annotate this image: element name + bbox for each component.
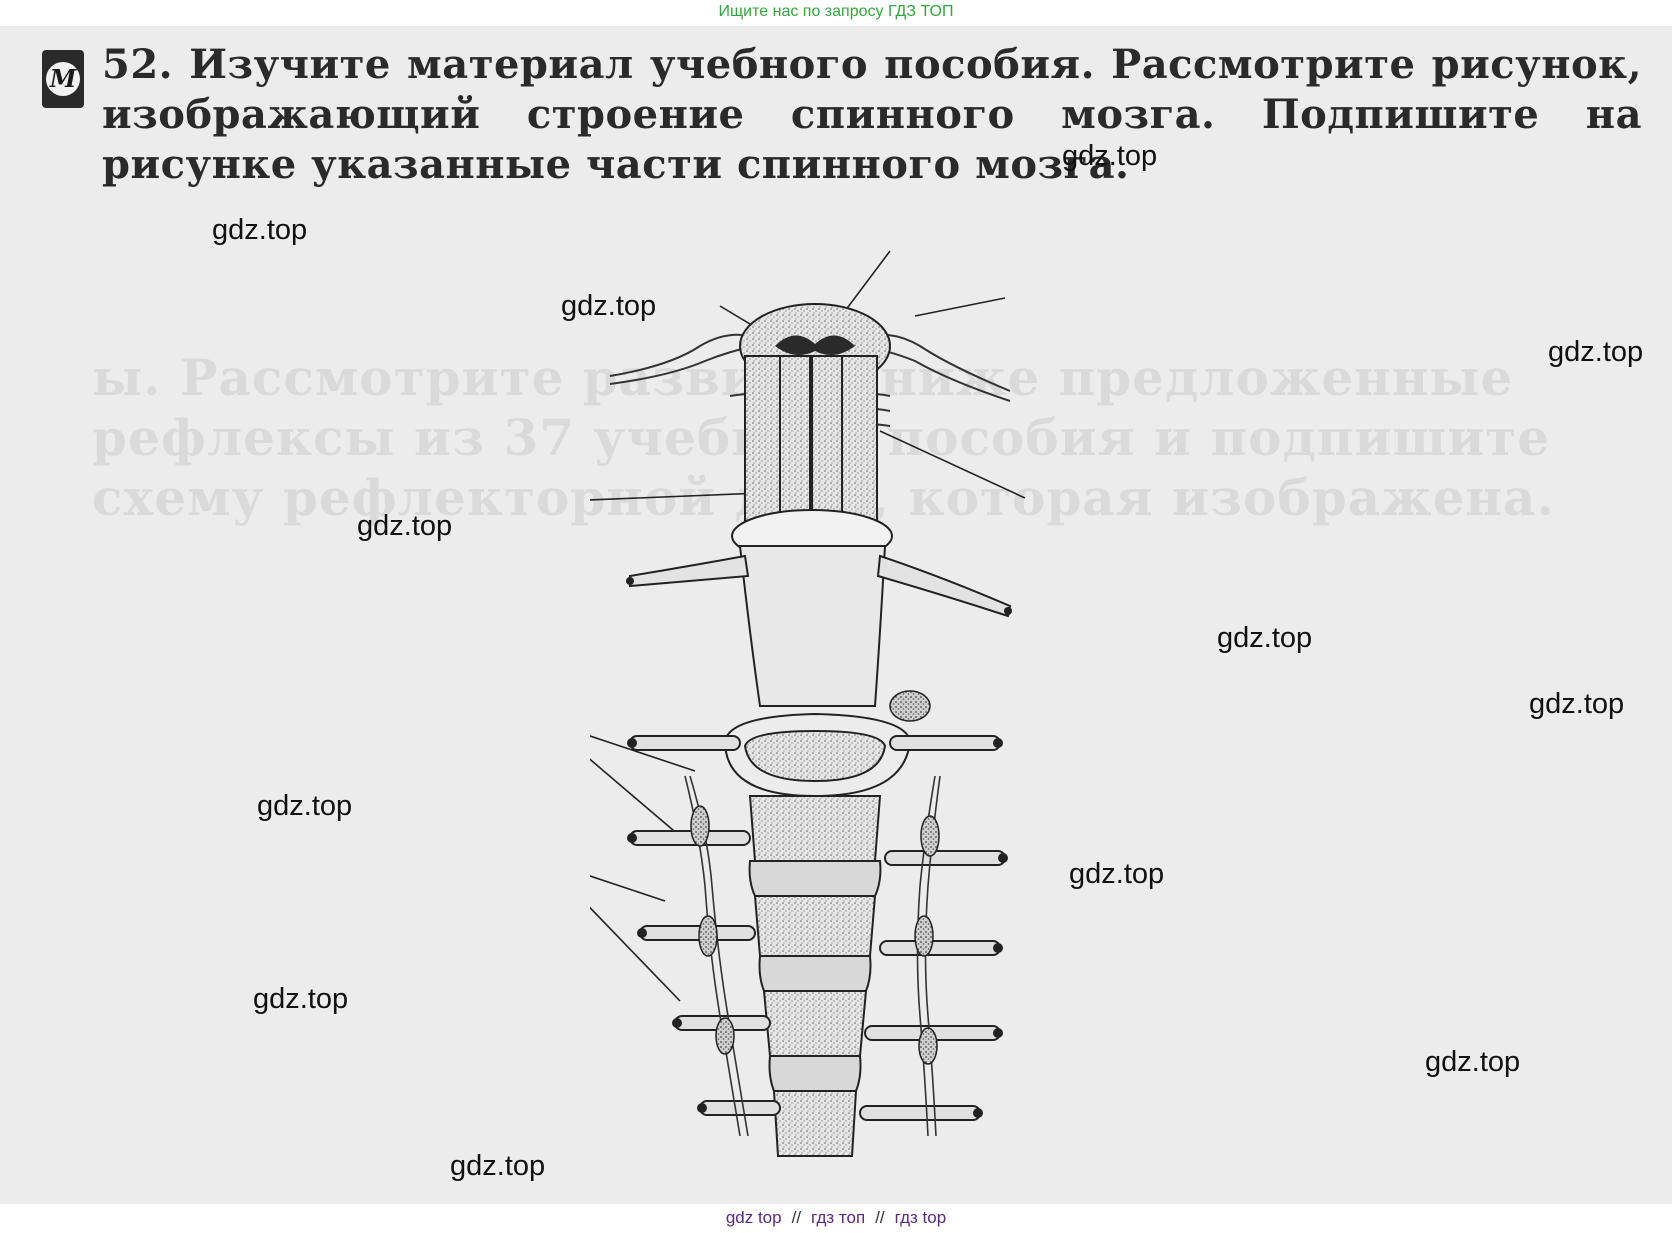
watermark: gdz.top bbox=[257, 790, 353, 822]
footer-link-3[interactable]: гдз top bbox=[894, 1208, 947, 1227]
grey-matter bbox=[775, 335, 855, 355]
nerve-ends bbox=[626, 577, 1012, 1118]
footer-separator: // bbox=[791, 1208, 802, 1227]
search-hint-link[interactable]: Ищите нас по запросу ГДЗ ТОП bbox=[718, 3, 954, 20]
watermark: gdz.top bbox=[1069, 858, 1165, 890]
upper-nerves bbox=[629, 554, 1012, 618]
watermark: gdz.top bbox=[561, 290, 657, 322]
footer-separator: // bbox=[875, 1208, 885, 1227]
footer-link-1[interactable]: gdz top bbox=[725, 1208, 782, 1227]
badge-letter: М bbox=[46, 62, 80, 96]
watermark: gdz.top bbox=[357, 510, 453, 542]
task-type-badge: М bbox=[42, 50, 84, 108]
meninges-sheath bbox=[738, 545, 887, 707]
ganglia bbox=[690, 690, 940, 1065]
watermark: gdz.top bbox=[1529, 688, 1625, 720]
watermark: gdz.top bbox=[450, 1150, 546, 1182]
watermark: gdz.top bbox=[1062, 140, 1158, 172]
watermark: gdz.top bbox=[1217, 622, 1313, 654]
footer-link-2[interactable]: гдз топ bbox=[811, 1208, 866, 1227]
watermark: gdz.top bbox=[1548, 336, 1644, 368]
footer-links: gdz top // гдз топ // гдз top bbox=[0, 1204, 1672, 1233]
watermark: gdz.top bbox=[212, 214, 308, 246]
task-text: 52. Изучите материал учебного пособия. Р… bbox=[102, 41, 1642, 188]
watermark: gdz.top bbox=[253, 983, 349, 1015]
textbook-page: ы. Рассмотрите развитие ниже предложенны… bbox=[0, 26, 1672, 1204]
watermark: gdz.top bbox=[1425, 1046, 1521, 1078]
spinal-cord-figure bbox=[590, 250, 1026, 1157]
